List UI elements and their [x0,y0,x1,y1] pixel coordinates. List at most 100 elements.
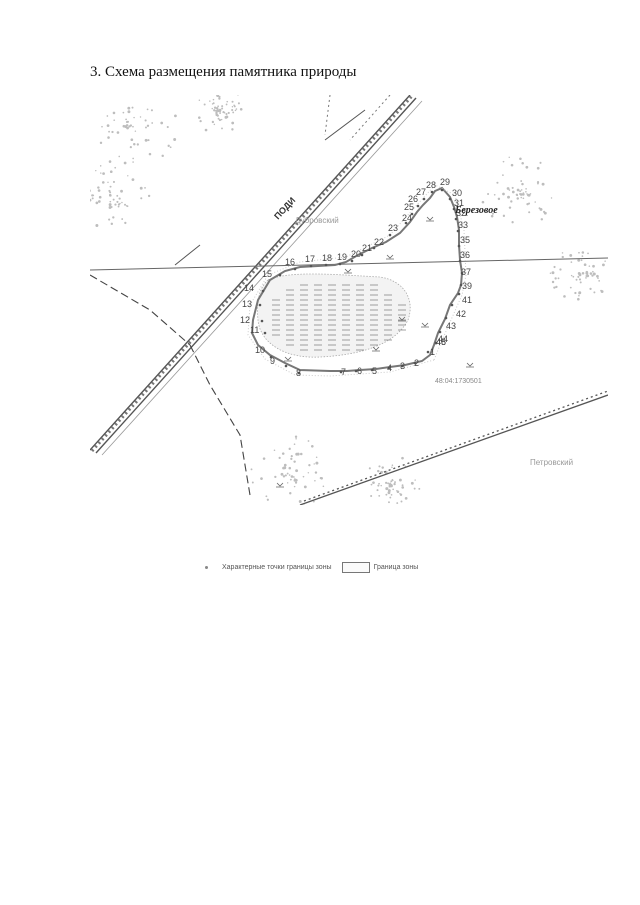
texture-speck [217,105,219,108]
texture-speck [126,126,129,130]
texture-speck [511,190,515,194]
texture-speck [262,457,266,460]
texture-speck [125,205,128,207]
texture-speck [280,472,284,476]
boundary-point-label: 22 [374,237,384,247]
boundary-point-marker [309,264,313,268]
texture-speck [526,202,529,206]
boundary-point-marker [260,319,264,323]
texture-speck [120,189,123,193]
texture-speck [90,198,92,202]
texture-speck [390,480,393,483]
texture-speck [121,201,123,204]
texture-speck [294,435,298,438]
texture-speck [293,460,296,463]
texture-speck [100,172,102,174]
texture-speck [591,274,594,277]
texture-speck [123,161,127,165]
boundary-point-label: 5 [372,366,377,376]
texture-speck [232,111,235,114]
texture-speck [580,259,583,262]
texture-speck [581,271,585,275]
boundary-point-label: 17 [305,254,315,264]
texture-speck [146,108,149,111]
texture-speck [132,161,134,163]
texture-speck [578,251,580,254]
texture-speck [128,125,131,128]
texture-speck [320,476,323,480]
boundary-point-label: 7 [341,367,346,377]
boundary-point-marker [293,267,297,271]
texture-speck [221,105,224,108]
boundary-point-label: 43 [446,321,456,331]
texture-speck [550,197,553,199]
texture-speck [107,136,110,139]
texture-speck [125,124,128,127]
texture-speck [553,265,556,269]
marsh-icon [372,346,380,352]
texture-speck [223,111,226,114]
boundary-point-marker [370,368,374,372]
texture-speck [293,476,295,478]
texture-speck [112,216,115,219]
boundary-point-label: 30 [452,188,462,198]
texture-speck [237,102,240,105]
texture-speck [283,466,287,470]
texture-speck [539,207,543,211]
texture-speck [315,456,318,458]
texture-speck [588,265,591,267]
label-dubrovsky: Дубровский [295,216,339,225]
legend-boundary-icon [341,562,370,573]
texture-speck [204,128,208,132]
boundary-point-label: 44 [438,334,448,344]
texture-speck [561,252,564,254]
texture-speck [290,457,293,461]
boundary-point-marker [350,259,354,263]
boundary-point-label: 18 [322,253,332,263]
texture-speck [125,120,128,123]
boundary-point-marker [457,244,461,248]
texture-speck [401,456,404,460]
texture-speck [511,221,514,224]
texture-speck [116,194,119,197]
texture-speck [579,281,582,284]
texture-speck [418,487,421,490]
lake [257,273,411,358]
marsh-symbols [276,216,474,488]
texture-speck [174,114,177,118]
texture-speck [396,502,399,504]
boundary-point-marker [284,364,288,368]
texture-speck [111,130,114,134]
texture-speck [392,488,395,491]
texture-speck [385,487,389,491]
texture-speck [283,463,287,467]
texture-speck [578,278,582,281]
texture-speck [401,484,404,487]
railway-south [299,390,608,505]
texture-speck [203,103,206,106]
texture-speck [390,493,393,496]
texture-speck [212,98,215,101]
texture-speck [589,287,592,291]
texture-speck [508,156,510,159]
texture-speck [376,489,379,492]
texture-speck [295,437,297,440]
texture-speck [112,180,115,183]
texture-speck [132,157,134,160]
texture-speck [587,252,589,255]
texture-speck [106,124,110,127]
texture-speck [372,481,375,485]
boundary-point-marker [444,316,448,320]
texture-speck [604,260,606,262]
texture-speck [528,211,531,214]
texture-speck [511,186,514,189]
texture-speck [516,188,520,192]
boundary-point-label: 42 [456,309,466,319]
boundary-point-marker [426,350,430,354]
texture-speck [597,277,599,279]
map-texture [90,95,606,505]
texture-speck [117,203,121,206]
boundary-point-marker [440,188,444,192]
